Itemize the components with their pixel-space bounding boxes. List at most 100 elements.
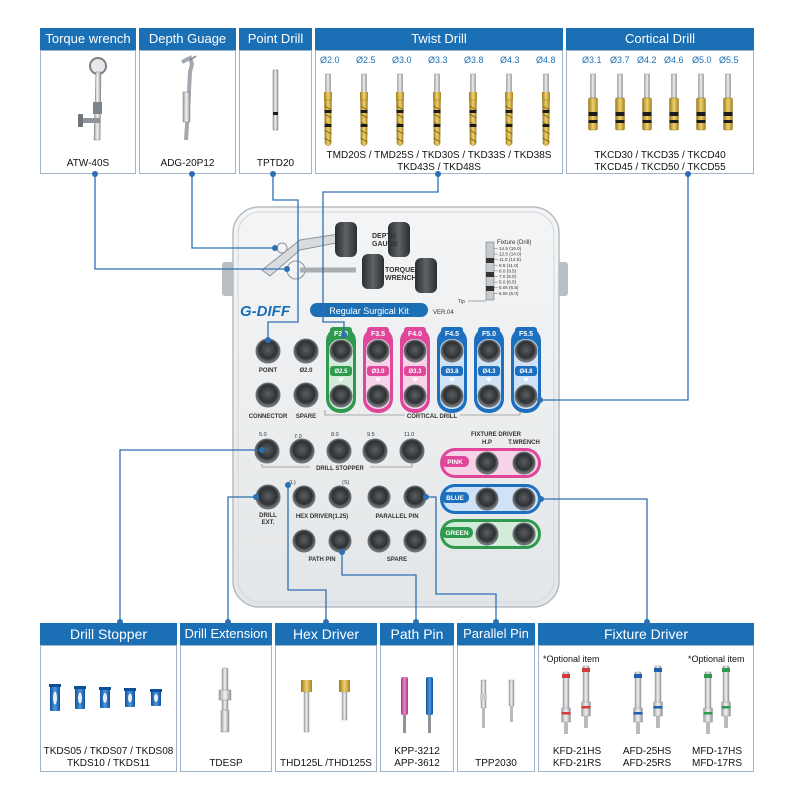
drill-stopper-panel [40, 645, 177, 772]
torque-wrench-panel [40, 50, 136, 174]
drill-column: F3.0Ø2.5 [326, 327, 356, 413]
depth-gauge-image [181, 55, 197, 141]
fixture-driver-icon [581, 665, 591, 728]
twist-label-bg [515, 366, 537, 376]
fixture-chart-row: 14.5 (16.0) [499, 246, 522, 251]
drill-stopper-code-line1: TKDS05 / TKDS07 / TKDS08 [43, 746, 174, 757]
arrow-icon [375, 378, 381, 382]
f-label-bg [367, 327, 389, 338]
blue-slot-label: BLUE [446, 495, 464, 502]
twist-diameter: Ø4.3 [500, 55, 520, 65]
fixture-driver-icon [703, 671, 713, 734]
twist-hole [329, 384, 353, 408]
cortical-drill-code-line1: TKCD30 / TKCD35 / TKCD40 [594, 150, 726, 161]
fixture-driver-code-3-line2: MFD-17RS [691, 758, 742, 769]
twist-diameter: Ø3.8 [464, 55, 484, 65]
path-pin-slot-label: PATH PIN [308, 557, 335, 563]
f-label-bg [404, 327, 426, 338]
fixture-driver-images [561, 665, 731, 734]
fixture-chart-row: 8.0 (9.5) [499, 268, 517, 273]
twist-diameter: Ø4.8 [536, 55, 556, 65]
parallel-pin-images [480, 679, 515, 728]
torque-wrench-case-label-1: TORQUE [385, 267, 415, 274]
depth-gauge-case-label-1: DEPTH [372, 233, 396, 240]
twist-diameter: Ø2.0 [320, 55, 340, 65]
cortical-hole [403, 339, 427, 363]
twrench-slot-label: T.WRENCH [508, 440, 540, 446]
arrow-icon [486, 378, 492, 382]
fixture-drill-chart: Fixture (Drill) 14.5 (16.0)12.5 (14.0)11… [458, 240, 531, 305]
fixture-driver-icon [721, 665, 731, 728]
torque-wrench-case-label-2: WRENCH [385, 275, 417, 282]
cortical-drill-icon [615, 73, 625, 131]
accessory-hole-block: DRILL EXT. (L) (S) HEX DRIVER(1.25) PARA… [255, 480, 427, 563]
connector-dots [92, 171, 691, 625]
drill-stopper-icon [124, 688, 136, 707]
twist-hole [477, 384, 501, 408]
drill-ext-slot-label-2: EXT. [262, 520, 275, 526]
twist-label-bg [478, 366, 500, 376]
cortical-drill-icon [723, 73, 733, 131]
fixture-driver-icon [633, 671, 643, 734]
drill-extension-image [218, 667, 232, 733]
drill-column: F4.5Ø3.8 [437, 327, 467, 413]
twist-label-bg [404, 366, 426, 376]
twist-drill-header: Twist Drill [315, 28, 563, 50]
twist-drill-icon [433, 73, 441, 147]
cortical-hole [329, 339, 353, 363]
stopper-value: 11.0 [404, 432, 414, 438]
fixture-driver-code-2-line1: AFD-25HS [622, 746, 672, 757]
spare2-slot-label: SPARE [387, 557, 407, 563]
drill-column: F5.5Ø4.8 [511, 327, 541, 413]
parallel-pin-header: Parallel Pin [457, 623, 535, 645]
drill-column: F4.0Ø3.3 [400, 327, 430, 413]
hex-driver-header: Hex Driver [275, 623, 377, 645]
f-label-bg [515, 327, 537, 338]
fixture-driver-code-3-line1: MFD-17HS [691, 746, 742, 757]
cortical-hole [477, 339, 501, 363]
drill-stopper-images [49, 684, 162, 711]
drill-column: F5.0Ø4.3 [474, 327, 504, 413]
point-drill-code: TPTD20 [256, 158, 295, 169]
kit-name: Regular Surgical Kit [329, 306, 409, 316]
f-label: F4.0 [408, 331, 422, 338]
cortical-diameter: Ø3.1 [582, 55, 602, 65]
drill-stopper-slot-label: DRILL STOPPER [316, 466, 364, 472]
drill-stopper-icon [49, 684, 61, 711]
kit-brand-bar: G-DIFF Regular Surgical Kit VER.04 [240, 303, 454, 320]
f-label: F4.5 [445, 331, 459, 338]
twist-drill-icon [542, 73, 550, 147]
cortical-drill-icon [642, 73, 652, 131]
twist-label: Ø4.3 [482, 369, 496, 375]
stopper-value: 5.0 [259, 432, 267, 438]
depth-gauge-case-label-2: GAUGE [372, 241, 398, 248]
twist-drill-icon [396, 73, 404, 147]
cortical-diameter: Ø4.2 [637, 55, 657, 65]
twist-diameter: Ø3.0 [392, 55, 412, 65]
stopper-hole [362, 438, 388, 464]
stopper-hole [399, 438, 425, 464]
cortical-drill-icon [669, 73, 679, 131]
cortical-hole [366, 339, 390, 363]
cortical-diameter: Ø5.5 [719, 55, 739, 65]
stopper-value: 8.0 [331, 432, 339, 438]
hp-slot-label: H.P [482, 440, 492, 446]
case-instruments: DEPTH GAUGE TORQUE WRENCH [261, 222, 437, 293]
fixture-chart-row: 12.5 (14.0) [499, 252, 522, 257]
twist-drill-icon [469, 73, 477, 147]
arrow-icon [338, 378, 344, 382]
drill-ext-slot-label-1: DRILL [259, 513, 277, 519]
twist-label-bg [367, 366, 389, 376]
drill-stopper-header: Drill Stopper [40, 623, 177, 645]
twist-label: Ø3.0 [371, 369, 385, 375]
twist-drill-code-line1: TMD20S / TMD25S / TKD30S / TKD33S / TKD3… [326, 150, 552, 161]
parallel-pin-code: TPP2030 [475, 758, 517, 769]
twist-diameter: Ø2.5 [356, 55, 376, 65]
path-pin-header: Path Pin [380, 623, 454, 645]
arrow-icon [449, 378, 455, 382]
cortical-drill-header: Cortical Drill [566, 28, 754, 50]
point-slot-label: POINT [259, 368, 278, 374]
twist-drill-icon [505, 73, 513, 147]
twist-label: Ø2.5 [334, 369, 348, 375]
